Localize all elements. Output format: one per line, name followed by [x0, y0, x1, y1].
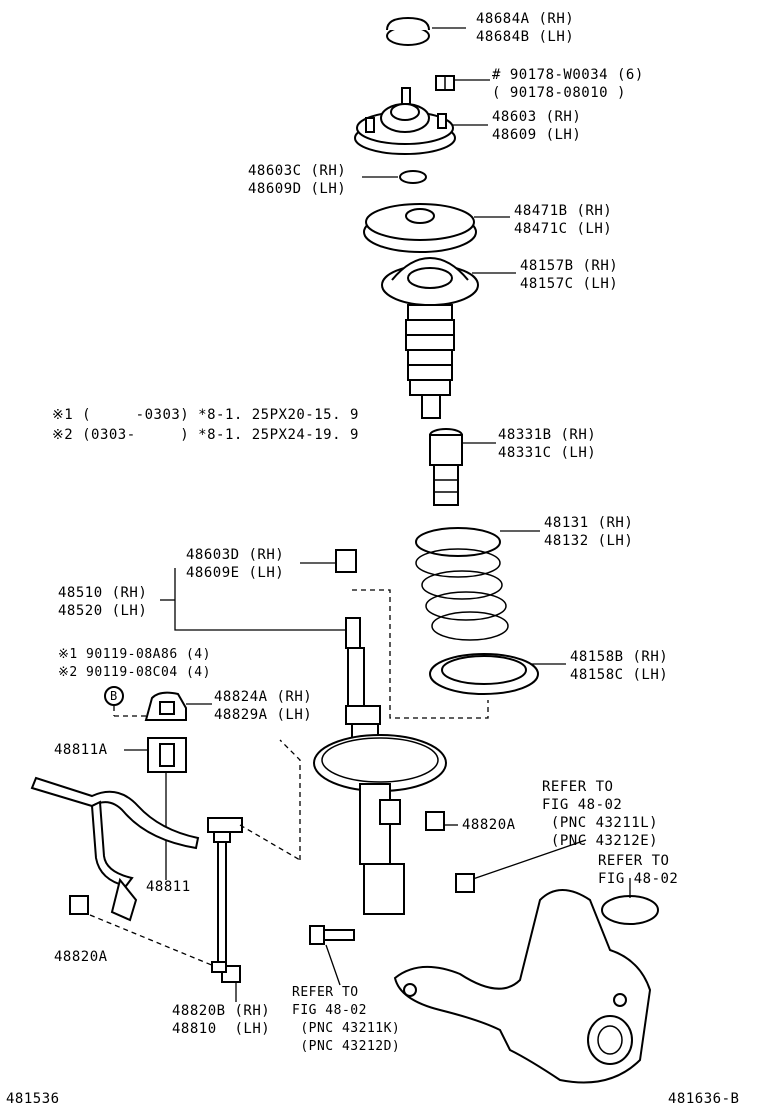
label-stabilizer-bar: 48811	[146, 879, 191, 895]
footer-left-code: 481536	[6, 1091, 60, 1107]
bearing	[399, 170, 427, 184]
lower-spring-seat	[429, 653, 539, 695]
insulator	[381, 256, 479, 306]
bump-stopper	[429, 428, 463, 506]
stabilizer-bushing	[147, 737, 187, 773]
b-marker-text: B	[110, 689, 118, 703]
dust-boot	[405, 304, 455, 419]
steering-knuckle-bolt	[309, 925, 355, 945]
label-top-nut: 48603D (RH)48609E (LH)	[186, 547, 285, 581]
note-1: ※1 ( -0303) *8-1. 25PX20-15. 9	[52, 407, 359, 423]
label-bracket: 48824A (RH)48829A (LH)	[214, 689, 313, 723]
label-strut: 48510 (RH)48520 (LH)	[58, 585, 148, 619]
label-upper-seat: 48471B (RH)48471C (LH)	[514, 203, 613, 237]
footer-right-code: 481636-B	[668, 1091, 740, 1107]
stabilizer-bar	[30, 776, 200, 922]
label-nut-left: 48820A	[54, 949, 108, 965]
dust-cap	[386, 16, 430, 46]
label-lower-seat: 48158B (RH)48158C (LH)	[570, 649, 669, 683]
stabilizer-link	[207, 817, 243, 983]
label-upper-mount: 48603 (RH)48609 (LH)	[492, 109, 582, 143]
label-dust-cap: 48684A (RH)48684B (LH)	[476, 11, 575, 45]
upper-strut-mount	[354, 87, 456, 155]
label-bearing: 48603C (RH)48609D (LH)	[248, 163, 347, 197]
nut-48820a-left	[69, 895, 89, 915]
label-bushing: 48811A	[54, 742, 108, 758]
label-nut-right: 48820A	[462, 817, 516, 833]
label-bump-stopper: 48331B (RH)48331C (LH)	[498, 427, 597, 461]
mount-nut	[435, 75, 455, 91]
steering-knuckle	[393, 889, 659, 1084]
stabilizer-bracket	[144, 691, 187, 721]
label-insulator: 48157B (RH)48157C (LH)	[520, 258, 619, 292]
coil-spring	[415, 527, 509, 641]
label-stabilizer-link: 48820B (RH)48810 (LH)	[172, 1003, 271, 1037]
note-2: ※2 (0303- ) *8-1. 25PX24-19. 9	[52, 427, 359, 443]
strut-top-nut	[335, 549, 357, 573]
b-marker-circle	[104, 686, 124, 706]
nut-48820a-right	[425, 811, 445, 831]
shock-absorber	[313, 617, 447, 915]
label-mount-nut: # 90178-W0034 (6)( 90178-08010 )	[492, 67, 644, 101]
upper-spring-seat	[363, 203, 477, 253]
label-bolt-notes: ※1 90119-08A86 (4)※2 90119-08C04 (4)	[58, 647, 211, 680]
knuckle-nut	[455, 873, 475, 893]
label-coil-spring: 48131 (RH)48132 (LH)	[544, 515, 634, 549]
